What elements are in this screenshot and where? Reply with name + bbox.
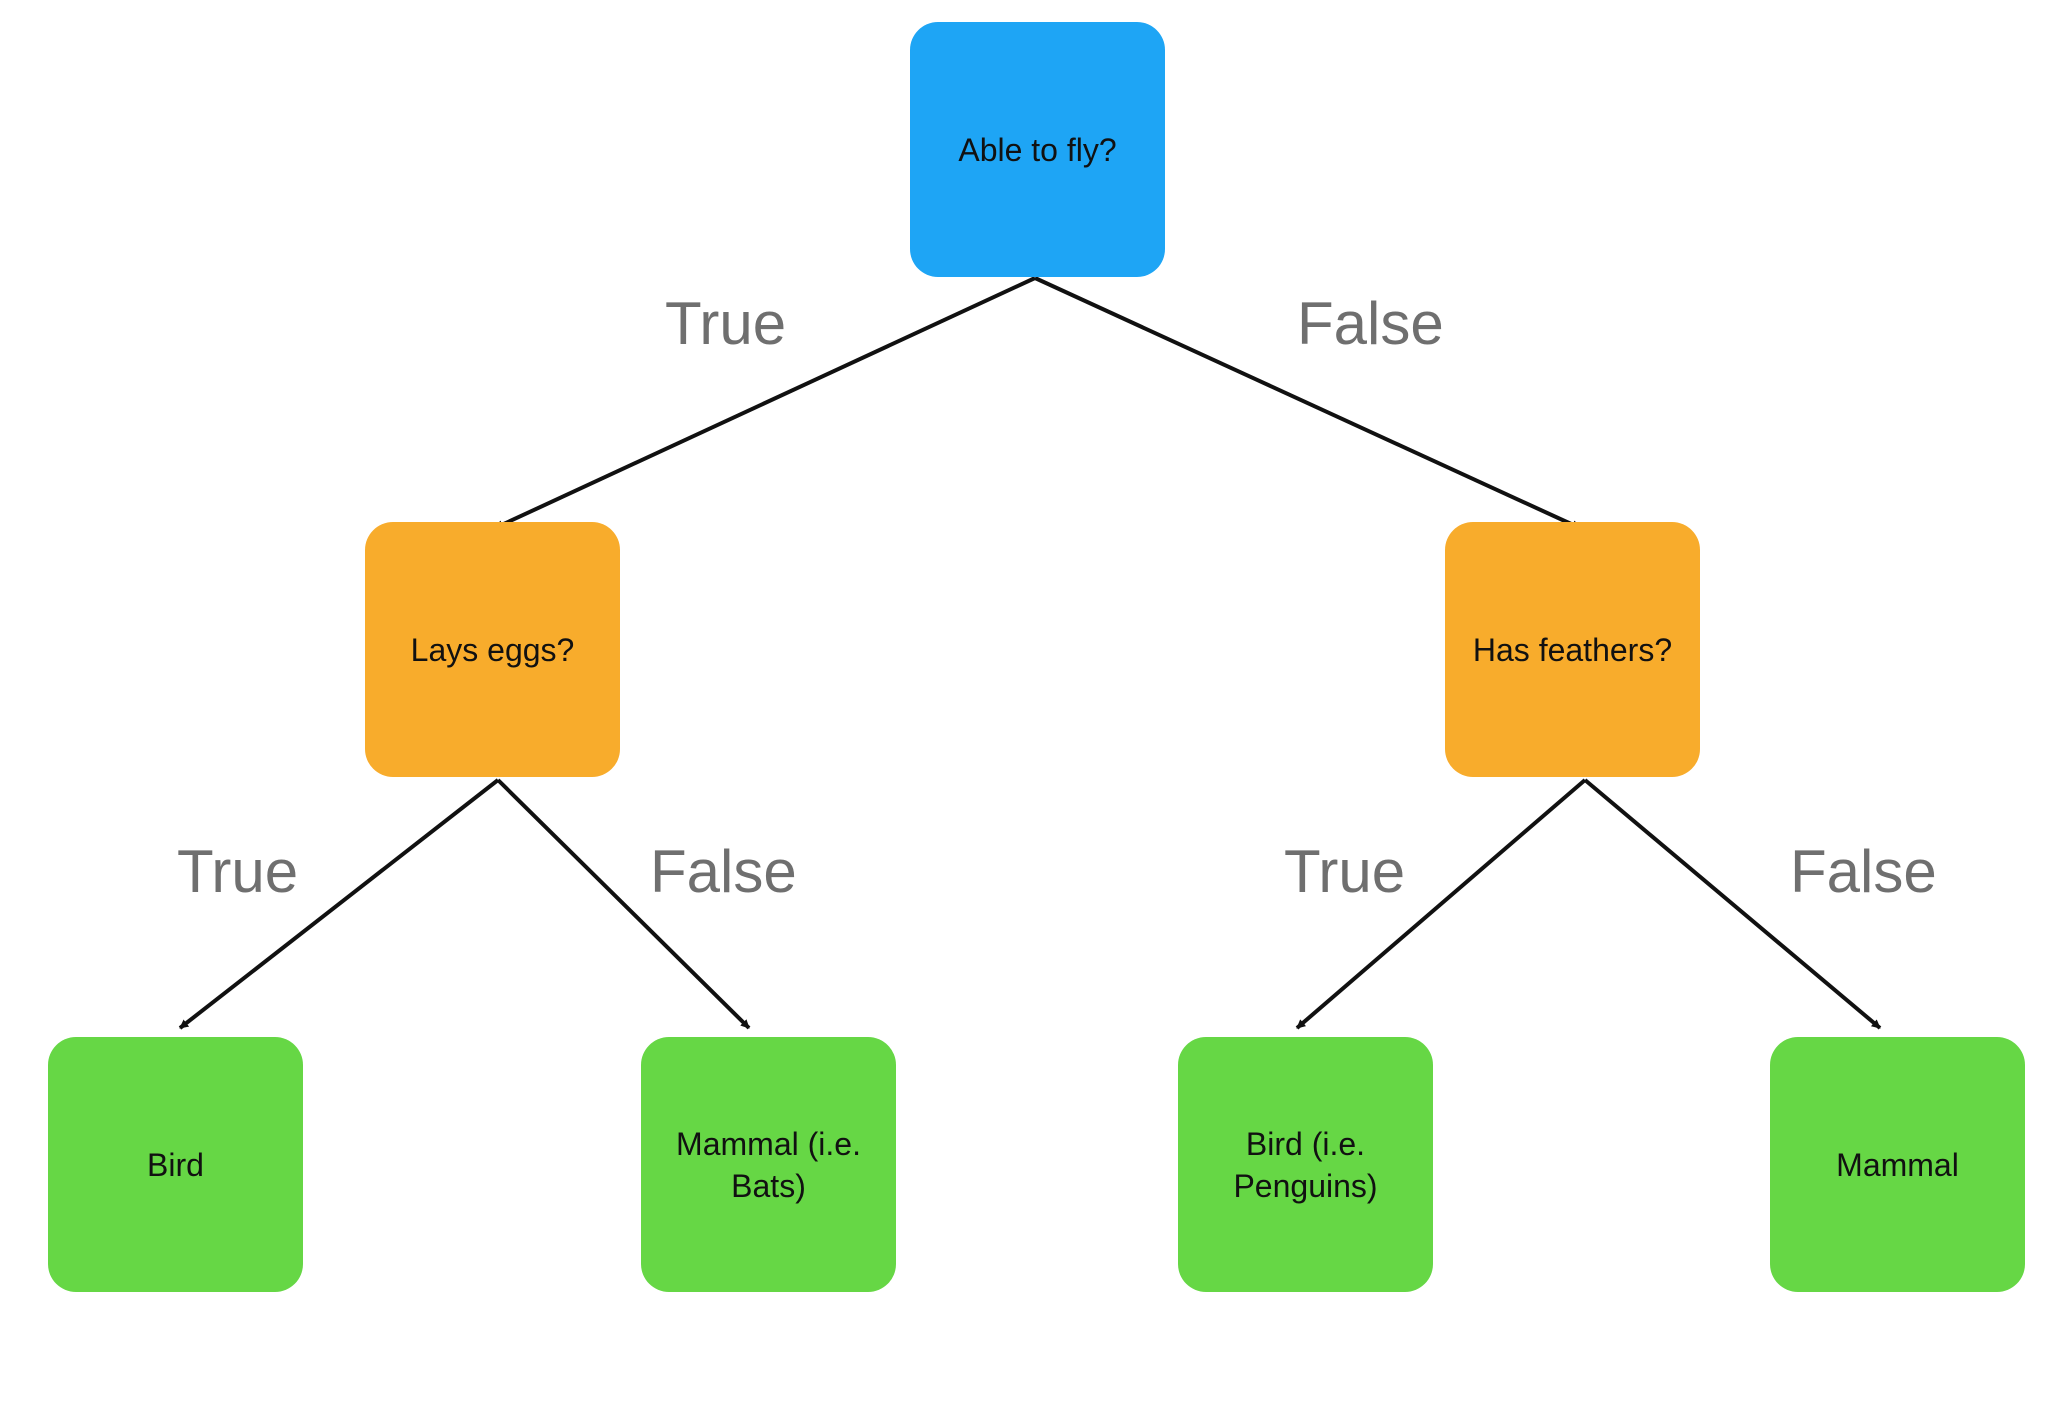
edge-root-to-has-feathers	[1034, 276, 1581, 530]
edge-label-root-true: True	[665, 290, 787, 357]
node-has-feathers[interactable]: Has feathers?	[1445, 522, 1700, 777]
edge-has-feathers-to-bird-penguins	[1295, 778, 1587, 1030]
edge-has-feathers-to-mammal	[1583, 778, 1882, 1030]
node-able-to-fly[interactable]: Able to fly?	[910, 22, 1165, 277]
node-label: Able to fly?	[958, 131, 1117, 168]
edge-root-to-lays-eggs	[494, 276, 1036, 530]
node-lays-eggs[interactable]: Lays eggs?	[365, 522, 620, 777]
leaf-bird[interactable]: Bird	[48, 1037, 303, 1292]
edge-label-root-false: False	[1297, 290, 1444, 357]
leaf-bird-penguins[interactable]: Bird (i.e. Penguins)	[1178, 1037, 1433, 1292]
node-label: Bird (i.e. Penguins)	[1233, 1125, 1378, 1204]
edge-label-feathers-true: True	[1284, 838, 1406, 905]
edge-label-eggs-false: False	[650, 838, 797, 905]
node-label: Lays eggs?	[410, 631, 575, 668]
node-label: Mammal	[1836, 1146, 1959, 1183]
leaf-mammal-bats[interactable]: Mammal (i.e. Bats)	[641, 1037, 896, 1292]
node-label: Bird	[147, 1146, 204, 1183]
leaf-mammal[interactable]: Mammal	[1770, 1037, 2025, 1292]
edge-lays-eggs-to-mammal-bats	[496, 778, 751, 1030]
edge-label-eggs-true: True	[177, 838, 299, 905]
node-label: Has feathers?	[1472, 631, 1673, 668]
edge-lays-eggs-to-bird	[178, 778, 500, 1030]
edge-label-feathers-false: False	[1790, 838, 1937, 905]
node-label: Mammal (i.e. Bats)	[676, 1125, 861, 1204]
